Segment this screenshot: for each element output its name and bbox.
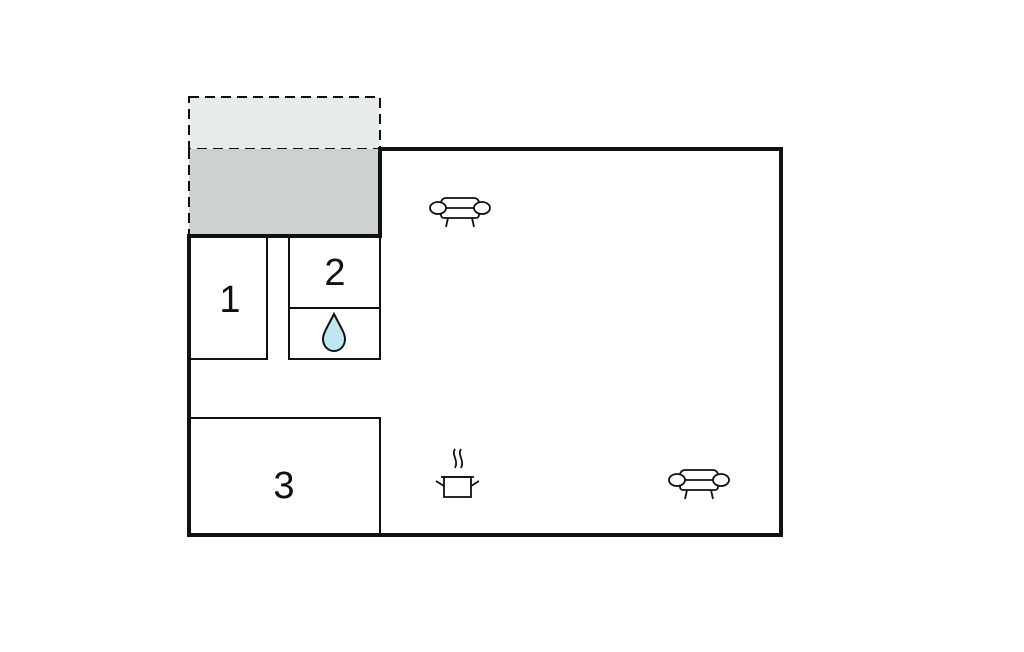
cooking-pot-icon — [435, 448, 480, 498]
terrace-dashed-area — [188, 96, 381, 150]
room-3 — [188, 417, 381, 536]
room-3-label: 3 — [273, 465, 294, 507]
water-drop-icon — [321, 311, 347, 353]
terrace-shaded-area — [189, 149, 380, 236]
room-1-label: 1 — [219, 279, 240, 321]
sofa-icon — [668, 469, 730, 500]
room-2-label: 2 — [324, 252, 345, 294]
sofa-icon — [429, 197, 491, 228]
outer-wall-top — [187, 147, 783, 537]
